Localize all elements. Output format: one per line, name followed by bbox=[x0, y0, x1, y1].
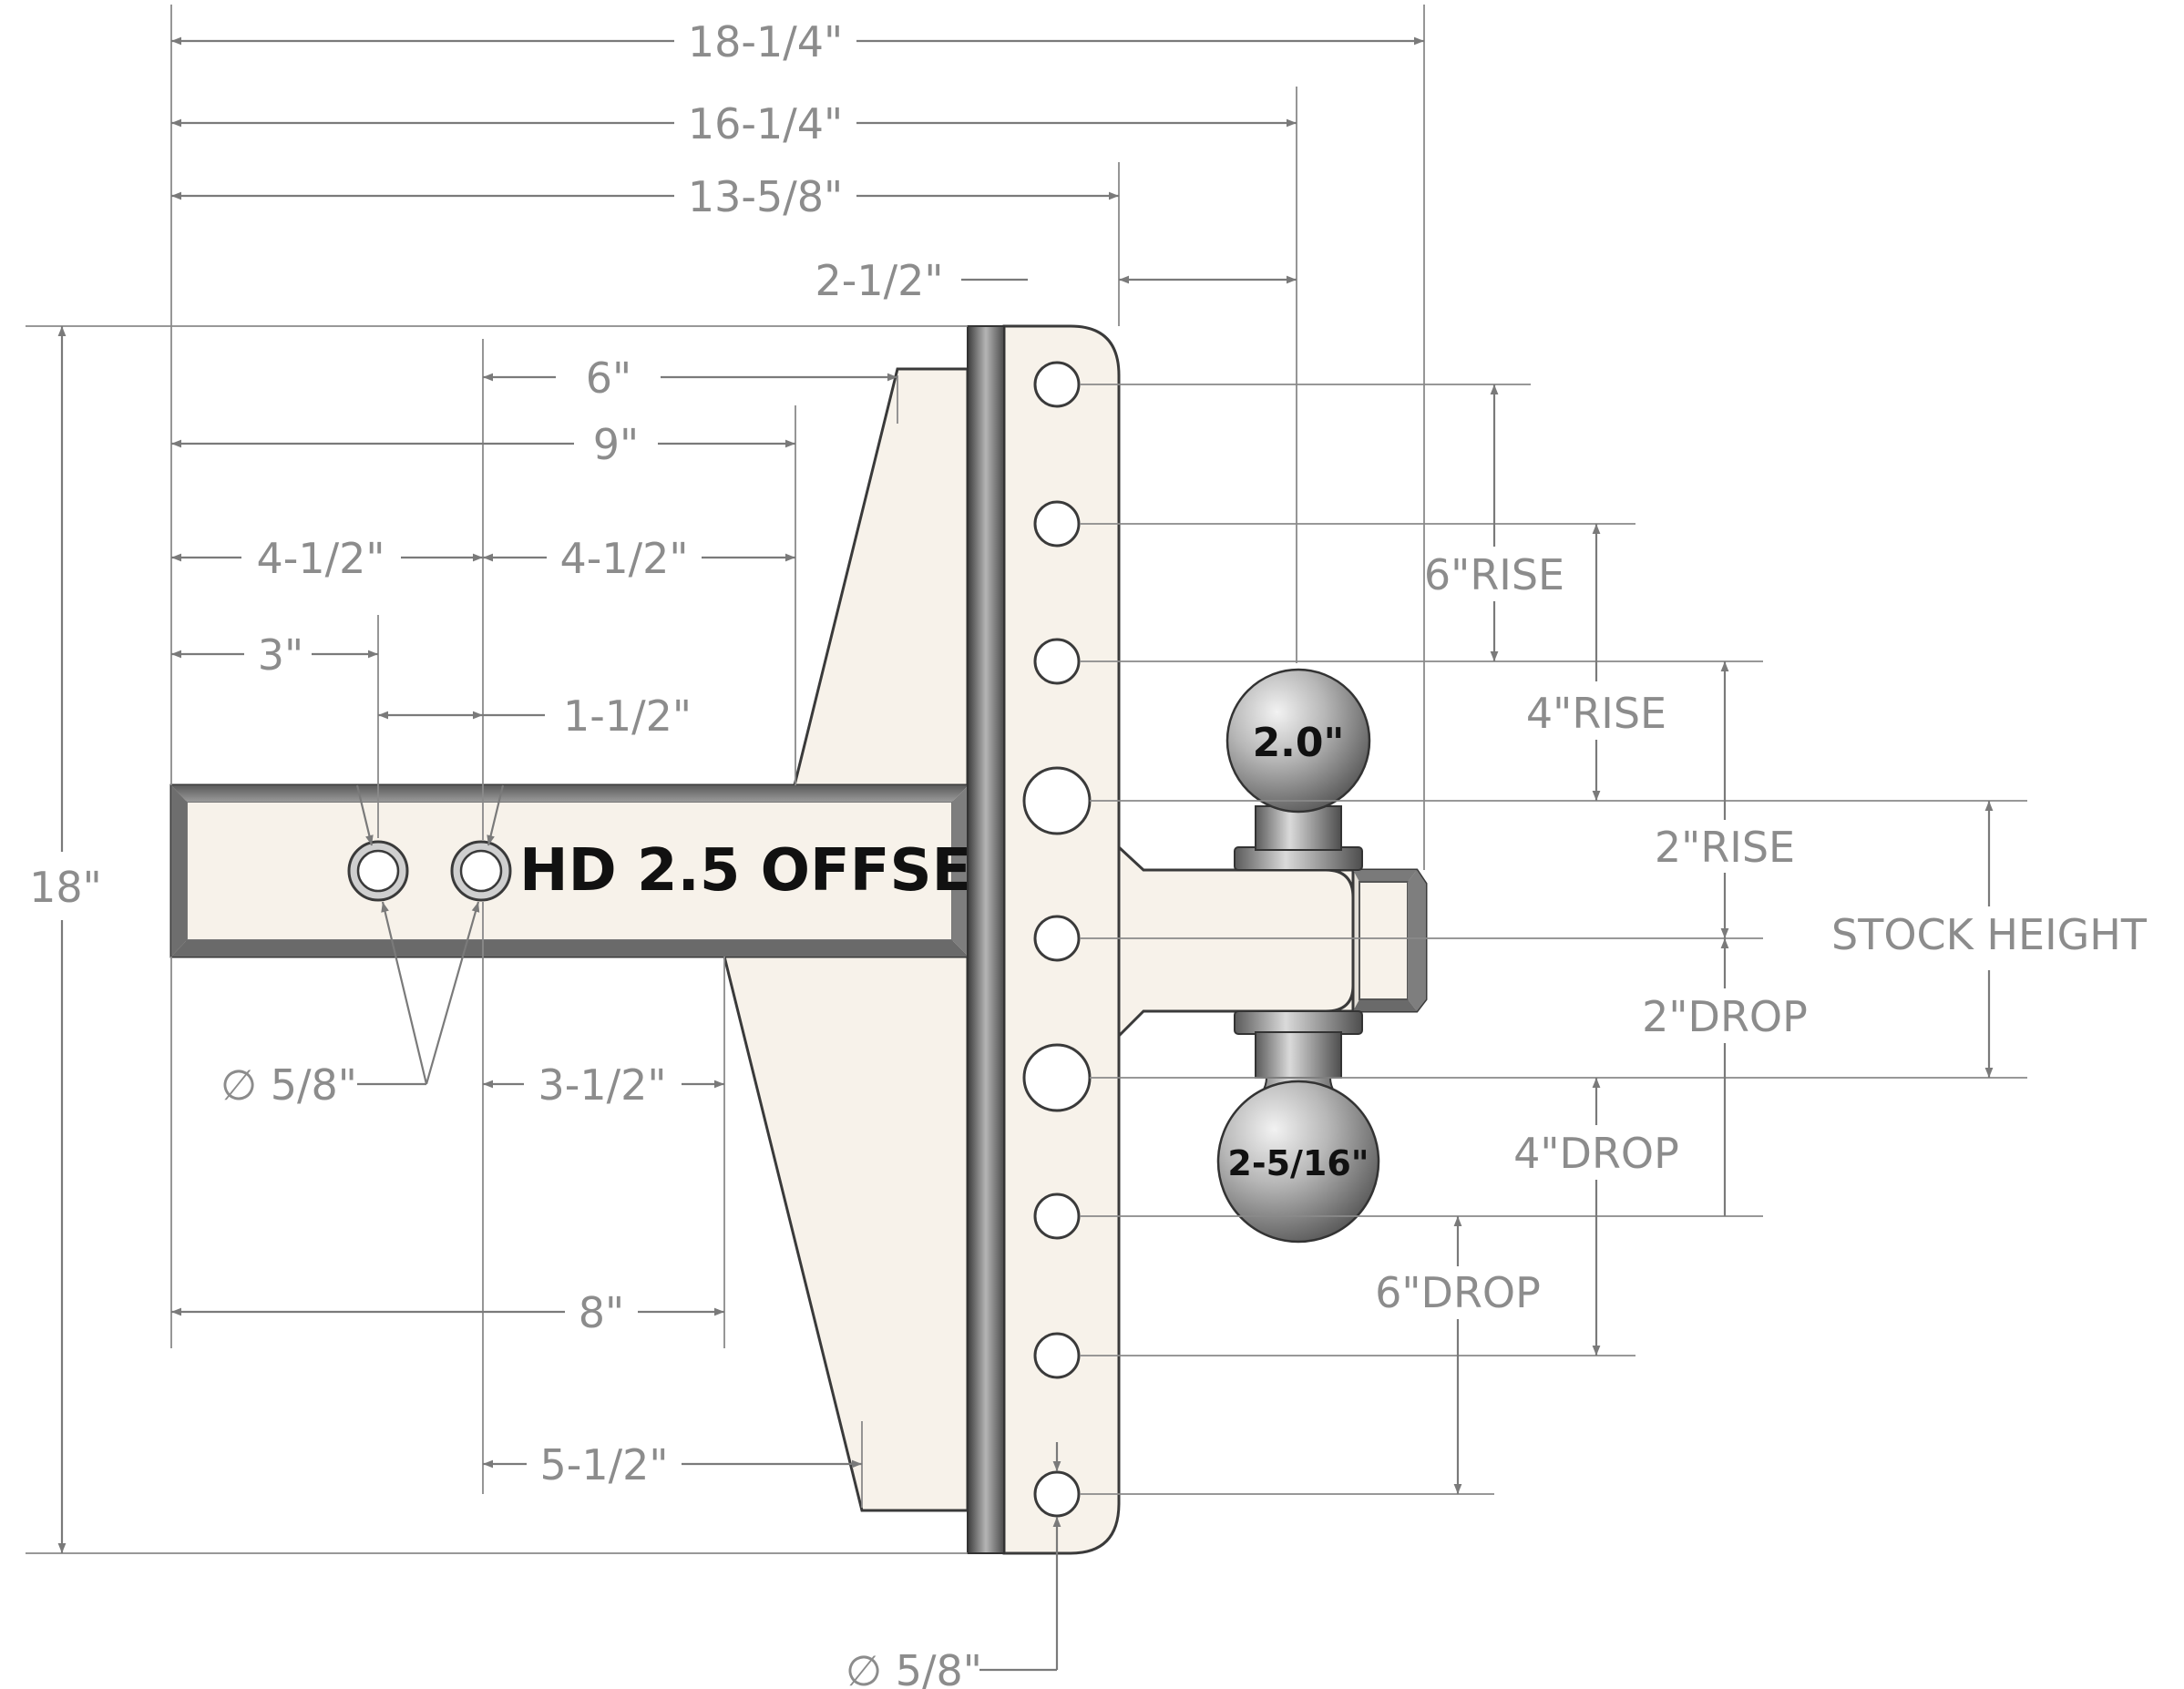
dim-pin-hole-diameter: ∅ 5/8" bbox=[220, 1060, 357, 1110]
dim-plate-hole-diameter: ∅ 5/8" bbox=[846, 1646, 982, 1689]
shank: HD 2.5 OFFSET bbox=[169, 783, 1011, 958]
dim-plate-to-ball: 2-1/2" bbox=[815, 256, 943, 305]
dim-overall-length: 18-1/4" bbox=[688, 17, 843, 67]
dim-overall-height: 18" bbox=[29, 863, 102, 912]
dim-stock-height: STOCK HEIGHT bbox=[1831, 910, 2148, 959]
dim-rise-2: 2"RISE bbox=[1655, 823, 1795, 872]
ball-top: 2.0" bbox=[1225, 668, 1371, 871]
dim-half-right: 4-1/2" bbox=[559, 534, 688, 583]
ball-bottom: 2-5/16" bbox=[1216, 1010, 1380, 1244]
horizontal-dimensions: 18-1/4" 16-1/4" 13-5/8" 2-1/2" 6" 9" 4-1… bbox=[171, 17, 1424, 1689]
dim-hole-spacing: 1-1/2" bbox=[563, 691, 692, 741]
ball-top-label: 2.0" bbox=[1253, 720, 1345, 766]
dim-drop-6: 6"DROP bbox=[1375, 1268, 1541, 1317]
dim-rise-6: 6"RISE bbox=[1424, 550, 1564, 599]
dim-gusset-bottom-b: 5-1/2" bbox=[539, 1440, 668, 1489]
mounting-plate bbox=[967, 324, 1121, 1555]
vertical-dimensions: 18" 6"RISE 4"RISE 2"RISE STOCK HEIGHT 2"… bbox=[29, 326, 2148, 1553]
dim-rise-4: 4"RISE bbox=[1526, 689, 1666, 738]
ball-bottom-label: 2-5/16" bbox=[1227, 1143, 1369, 1183]
gusset-lower bbox=[723, 955, 969, 1512]
dim-gusset-top: 6" bbox=[586, 353, 631, 403]
dim-gusset-bottom-a: 3-1/2" bbox=[538, 1060, 666, 1110]
dim-half-left: 4-1/2" bbox=[256, 534, 385, 583]
dim-length-to-plate: 13-5/8" bbox=[688, 172, 843, 221]
dim-shank-8: 8" bbox=[579, 1288, 624, 1337]
dim-length-to-ball: 16-1/4" bbox=[688, 99, 843, 148]
dim-drop-2: 2"DROP bbox=[1642, 992, 1808, 1041]
plate-holes bbox=[1022, 361, 1092, 1518]
hitch-part: HD 2.5 OFFSET bbox=[169, 324, 1428, 1555]
dim-shank-9: 9" bbox=[593, 420, 639, 469]
dim-hole-3: 3" bbox=[258, 630, 303, 680]
ball-mount bbox=[1117, 844, 1428, 1039]
extension-lines bbox=[26, 5, 2027, 1554]
part-label: HD 2.5 OFFSET bbox=[519, 837, 1011, 905]
gusset-upper bbox=[793, 367, 969, 787]
dim-drop-4: 4"DROP bbox=[1513, 1129, 1679, 1178]
